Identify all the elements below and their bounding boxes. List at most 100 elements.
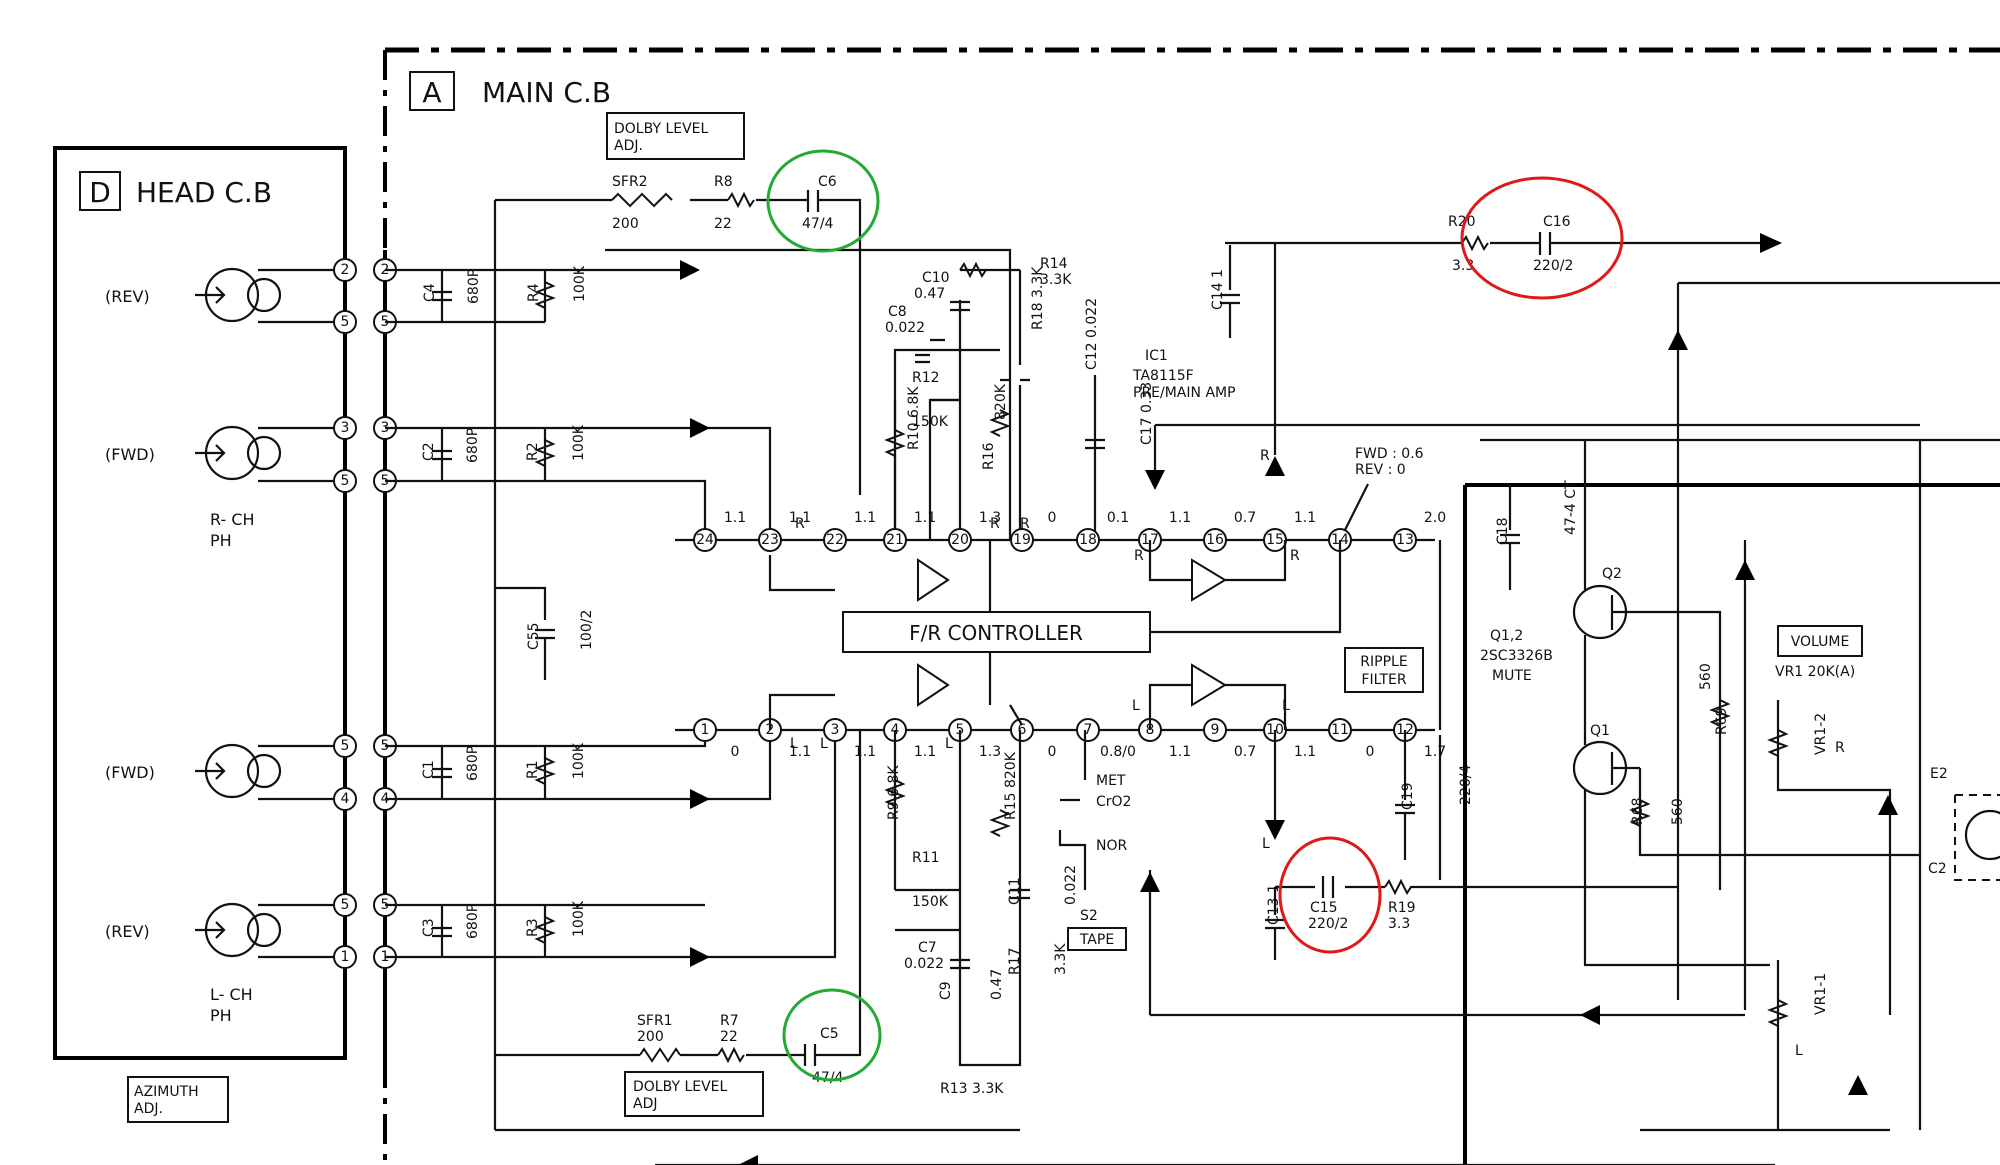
head-rev-top bbox=[195, 267, 282, 323]
c18-symbol bbox=[1500, 485, 1520, 590]
ic-top-pin-20: 201.3 bbox=[948, 510, 1001, 552]
head-wires bbox=[258, 268, 345, 959]
fwd-rev-bus bbox=[1153, 423, 1920, 470]
c6-value: 47/4 bbox=[802, 216, 834, 232]
power-bus bbox=[1463, 483, 2000, 1165]
ic-bottom-pin-number: 3 bbox=[831, 722, 840, 738]
highlight-c15 bbox=[1278, 836, 1382, 954]
c19-label: C19 bbox=[1400, 782, 1416, 810]
c6-label: C6 bbox=[818, 174, 837, 190]
ic-top-pin-21: 211.1 bbox=[883, 510, 936, 552]
l-mark-8: L bbox=[1132, 698, 1140, 714]
r10-label: R10 6.8K bbox=[906, 386, 922, 450]
ripple-line1: RIPPLE bbox=[1360, 654, 1407, 670]
ic-top-pin-number: 22 bbox=[826, 532, 844, 548]
c15-label: C15 bbox=[1310, 900, 1338, 916]
vr1-1-l: L bbox=[1795, 1043, 1803, 1059]
ic-top-pin-19: 190 bbox=[1010, 510, 1057, 552]
bottom-bus bbox=[495, 1128, 1775, 1165]
e2-box bbox=[1954, 794, 2000, 881]
ripple-line2: FILTER bbox=[1361, 672, 1406, 688]
ic-top-pin-voltage: 1.1 bbox=[789, 510, 811, 526]
tape-label: TAPE bbox=[1079, 932, 1114, 948]
ripple-filter-box bbox=[1344, 647, 1424, 693]
r15-symbol bbox=[989, 809, 1011, 837]
ic1-label: IC1 bbox=[1145, 348, 1168, 364]
arrow-icon bbox=[1580, 1005, 1600, 1025]
c2-label: C2 bbox=[421, 442, 437, 461]
ic-top-components bbox=[893, 245, 1240, 540]
c18-value: 47-4 CT bbox=[1563, 480, 1579, 535]
r-mark-15: R bbox=[1260, 448, 1270, 464]
ic-top-pin-number: 23 bbox=[761, 532, 779, 548]
l-mark-2: L bbox=[790, 736, 798, 752]
c9-value: 0.47 bbox=[989, 969, 1005, 1000]
tape-box bbox=[1067, 927, 1127, 951]
ic-top-pin-voltage: 0 bbox=[1048, 510, 1057, 526]
c3-value: 680P bbox=[465, 904, 481, 939]
ic-bottom-pin-9: 90.7 bbox=[1203, 718, 1256, 760]
ic1-part: TA8115F bbox=[1132, 368, 1194, 384]
arrow-icon bbox=[1735, 560, 1755, 580]
ic-top-pin-number: 20 bbox=[951, 532, 969, 548]
ic-top-pin-voltage: 1.1 bbox=[724, 510, 746, 526]
ic-bottom-pin-voltage: 0 bbox=[1366, 744, 1375, 760]
c10-value: 0.47 bbox=[914, 286, 945, 302]
ph2-label: PH bbox=[210, 1006, 232, 1025]
ic-bottom-pin-voltage: 1.1 bbox=[789, 744, 811, 760]
c19-value: 220/4 bbox=[1458, 765, 1474, 805]
highlight-c6 bbox=[766, 149, 880, 253]
ic-bottom-pin-1: 10 bbox=[693, 718, 739, 760]
azimuth-line1: AZIMUTH bbox=[134, 1084, 199, 1100]
c8-label: C8 bbox=[888, 304, 907, 320]
r14-value: 3.3K bbox=[1040, 272, 1072, 288]
r19-symbol bbox=[1384, 878, 1412, 896]
ic-bottom-pin-voltage: 0.7 bbox=[1234, 744, 1256, 760]
r14-label: R14 bbox=[1040, 256, 1068, 272]
vr1-label: VR1 20K(A) bbox=[1775, 664, 1855, 680]
r4-value: 100K bbox=[572, 265, 588, 302]
main-board-letter-box bbox=[409, 71, 455, 111]
r13-label: R13 3.3K bbox=[940, 1081, 1004, 1097]
volume-wiring bbox=[1640, 700, 1892, 1132]
ic-bottom-pin-6: 60 bbox=[1010, 718, 1056, 760]
arrow-icon bbox=[1145, 470, 1165, 490]
e2-transistor bbox=[1964, 809, 2000, 861]
r4-label: R4 bbox=[526, 283, 542, 302]
connector-pin-number: 5 bbox=[341, 473, 350, 489]
r69-value: 560 bbox=[1698, 663, 1714, 690]
ic-top-pin-24: 241.1 bbox=[693, 510, 746, 552]
main-board-letter: A bbox=[422, 76, 441, 109]
connector-pin-left-5: 5 bbox=[333, 469, 357, 493]
azimuth-adj-box bbox=[127, 1076, 229, 1123]
c15-r19-wiring bbox=[1273, 730, 1678, 889]
c11-label: C11 bbox=[1007, 877, 1023, 905]
vr1-2-r: R bbox=[1835, 740, 1845, 756]
r68-value: 560 bbox=[1670, 798, 1686, 825]
arrow-icon bbox=[1760, 233, 1782, 253]
r11-label: R11 bbox=[912, 850, 940, 866]
c5-symbol bbox=[790, 1044, 830, 1066]
c2b-label: C2 bbox=[1928, 861, 1947, 877]
c7-label: C7 bbox=[918, 940, 937, 956]
c16-symbol bbox=[1530, 232, 1555, 255]
sfr1-symbol bbox=[639, 1047, 681, 1063]
ic-top-pin-voltage: 1.1 bbox=[914, 510, 936, 526]
connector-pin-number: 1 bbox=[341, 949, 350, 965]
ic-top-pin-voltage: 1.1 bbox=[854, 510, 876, 526]
r19-label: R19 bbox=[1388, 900, 1416, 916]
c6-symbol bbox=[800, 190, 835, 212]
r7-label: R7 bbox=[720, 1013, 739, 1029]
c5-value: 47/4 bbox=[812, 1070, 844, 1086]
cro2-label: CrO2 bbox=[1096, 794, 1131, 810]
q1-label: Q1 bbox=[1590, 723, 1610, 739]
c11-c9-symbols bbox=[950, 888, 1030, 970]
c5-label: C5 bbox=[820, 1026, 839, 1042]
c11-value: 0.022 bbox=[1063, 865, 1079, 905]
ic-bottom-pin-12: 121.7 bbox=[1393, 718, 1446, 760]
c10-label: C10 bbox=[922, 270, 950, 286]
ic-top-pin-voltage: 0.7 bbox=[1234, 510, 1256, 526]
connector-pin-number: 2 bbox=[341, 262, 350, 278]
r-mark-23: R bbox=[795, 516, 805, 532]
ic-bottom-wiring bbox=[893, 730, 1022, 1067]
